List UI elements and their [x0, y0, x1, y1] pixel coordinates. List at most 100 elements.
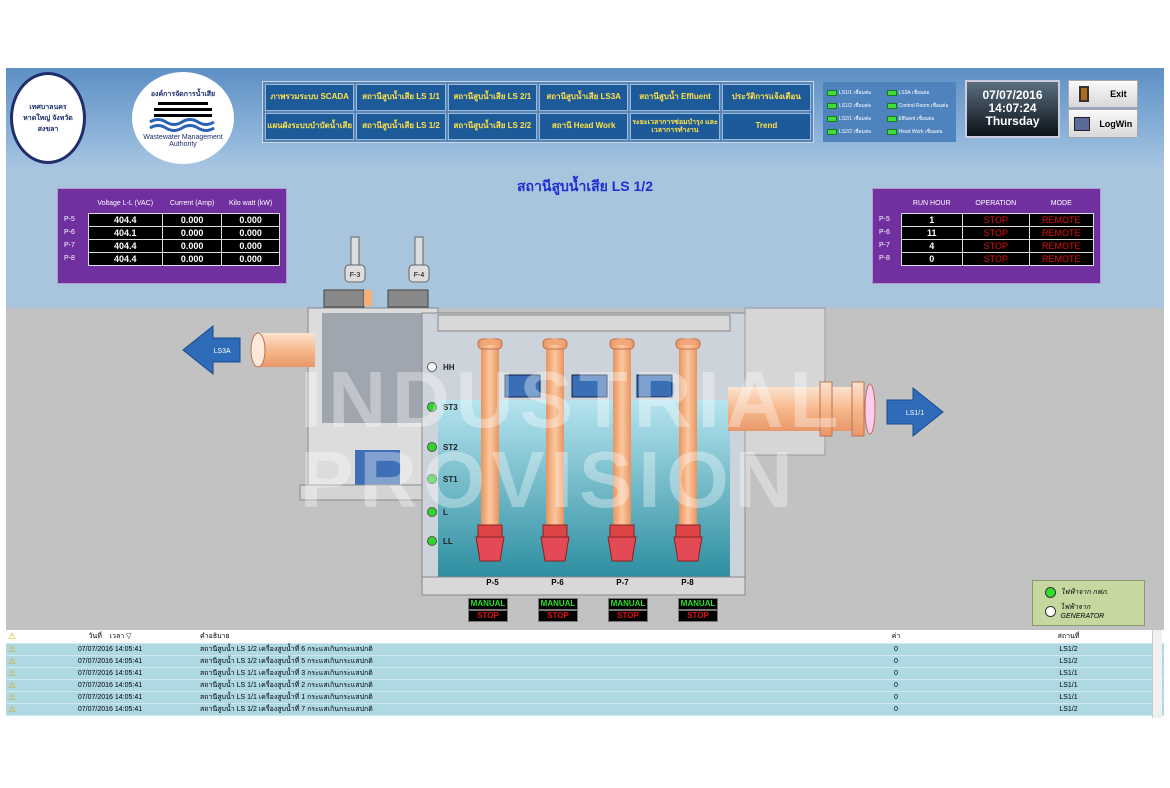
nav-ls-1-1[interactable]: สถานีสูบน้ำเสีย LS 1/1: [356, 84, 446, 111]
log-location: LS1/1: [1059, 670, 1078, 677]
nav-headwork[interactable]: สถานี Head Work: [539, 113, 629, 140]
log-datetime: 07/07/2016 14:05:41: [77, 694, 143, 701]
nav-ls-2-1[interactable]: สถานีสูบน้ำเสีย LS 2/1: [447, 84, 537, 111]
navigation-menu: ภาพรวมระบบ SCADA สถานีสูบน้ำเสีย LS 1/1 …: [262, 81, 814, 143]
connection-label: Effluent เชื่อมต่อ: [898, 115, 935, 122]
level-label: L: [443, 508, 448, 517]
mode-value: REMOTE: [1028, 251, 1094, 266]
state-indicator: STOP: [678, 610, 718, 622]
header-mode: MODE: [1050, 200, 1072, 208]
nav-ls3a[interactable]: สถานีสูบน้ำเสีย LS3A: [539, 84, 629, 111]
warning-icon: ⚠: [8, 644, 17, 654]
nav-treatment-layout[interactable]: แผนผังระบบบำบัดน้ำเสีย: [265, 113, 355, 140]
mode-indicator: MANUAL: [678, 598, 718, 610]
pump-p-6[interactable]: [540, 338, 570, 562]
log-value: 0: [894, 706, 898, 713]
nav-alarm-history[interactable]: ประวัติการแจ้งเตือน: [721, 84, 811, 111]
log-location: LS1/2: [1059, 706, 1078, 713]
log-value: 0: [894, 682, 898, 689]
current-value: 0.000: [161, 212, 223, 227]
logo-thai-text: องค์การจัดการน้ำเสีย: [150, 90, 216, 98]
pump-label: P-8: [64, 255, 75, 262]
pump-label: P-7: [616, 578, 629, 587]
nav-effluent[interactable]: สถานีสูบน้ำ Effluent: [630, 84, 720, 111]
pump-p-7[interactable]: [607, 338, 637, 562]
log-row[interactable]: ⚠ 07/07/2016 14:05:41 สถานีสูบน้ำ LS 1/1 เ…: [6, 680, 1164, 692]
date-time-header[interactable]: วันที่ เวลา ▽: [88, 633, 132, 640]
log-value: 0: [894, 694, 898, 701]
generator-label: ไฟฟ้าจาก GENERATOR: [1060, 604, 1105, 620]
pump-p-5[interactable]: [475, 338, 505, 562]
location-header[interactable]: สถานที่: [1057, 633, 1080, 640]
connection-label: LS1/1 เชื่อมต่อ: [839, 89, 872, 96]
log-scrollbar[interactable]: [1152, 630, 1162, 718]
current-value: 0.000: [161, 251, 223, 266]
door-icon: [1079, 86, 1090, 102]
connection-status-item: LS2/2 เชื่อมต่อ: [827, 126, 887, 137]
nav-maintenance[interactable]: ระยะเวลาการซ่อมบำรุง และเวลาการทำงาน: [630, 113, 720, 140]
connected-led-icon: [886, 102, 897, 109]
state-indicator: STOP: [468, 610, 508, 622]
pump-label: P-5: [486, 578, 499, 587]
log-description: สถานีสูบน้ำ LS 1/1 เครื่องสูบน้ำที่ 2 กร…: [200, 682, 373, 689]
pump-label: P-5: [879, 216, 890, 223]
clock-day: Thursday: [985, 114, 1040, 128]
log-description: สถานีสูบน้ำ LS 1/2 เครื่องสูบน้ำที่ 7 กร…: [200, 706, 373, 713]
connection-status-item: LS2/1 เชื่อมต่อ: [827, 113, 887, 124]
arrow-label: LS1/1: [906, 410, 924, 417]
fan-f3[interactable]: F-3: [323, 236, 366, 308]
nav-scada-overview[interactable]: ภาพรวมระบบ SCADA: [265, 84, 355, 111]
log-description: สถานีสูบน้ำ LS 1/1 เครื่องสูบน้ำที่ 1 กร…: [200, 694, 373, 701]
arrow-from-ls1-1[interactable]: LS1/1: [886, 386, 944, 438]
warning-icon: ⚠: [8, 631, 17, 641]
voltage-value: 404.4: [87, 212, 163, 227]
connection-status-item: LS3A เชื่อมต่อ: [886, 87, 952, 98]
pump-label: P-6: [879, 229, 890, 236]
mode-indicator: MANUAL: [468, 598, 508, 610]
nav-trend[interactable]: Trend: [721, 113, 811, 140]
level-label: HH: [443, 363, 455, 372]
level-st1-indicator-icon: [427, 474, 437, 484]
pump-label: P-5: [64, 216, 75, 223]
log-datetime: 07/07/2016 14:05:41: [77, 646, 143, 653]
pump-p-8[interactable]: [673, 338, 703, 562]
arrow-to-ls3a[interactable]: LS3A: [182, 324, 241, 376]
log-header: ⚠ วันที่ เวลา ▽ คำอธิบาย ค่า สถานที่: [6, 630, 1164, 644]
exit-button[interactable]: Exit: [1068, 80, 1138, 108]
log-datetime: 07/07/2016 14:05:41: [77, 706, 143, 713]
description-header[interactable]: คำอธิบาย: [200, 633, 230, 640]
outlet-pipe: [250, 332, 315, 368]
pump-label: P-7: [64, 242, 75, 249]
nav-ls-2-2[interactable]: สถานีสูบน้ำเสีย LS 2/2: [447, 113, 537, 140]
header-current: Current (Amp): [169, 200, 215, 208]
nav-ls-1-2[interactable]: สถานีสูบน้ำเสีย LS 1/2: [356, 113, 446, 140]
operation-value: STOP: [962, 238, 1030, 253]
fan-f4[interactable]: F-4: [387, 236, 430, 308]
kw-value: 0.000: [221, 212, 280, 227]
pump-label: P-7: [879, 242, 890, 249]
value-header[interactable]: ค่า: [891, 633, 901, 640]
log-location: LS1/2: [1059, 646, 1078, 653]
connected-led-icon: [886, 89, 897, 96]
logwin-button[interactable]: LogWin: [1068, 109, 1138, 138]
log-datetime: 07/07/2016 14:05:41: [77, 682, 143, 689]
warning-icon: ⚠: [8, 680, 17, 690]
log-rows: ⚠ 07/07/2016 14:05:41 สถานีสูบน้ำ LS 1/2 เ…: [6, 644, 1164, 716]
tank-floor: [421, 576, 746, 596]
level-label: LL: [443, 537, 453, 546]
alarm-log-table: ⚠ วันที่ เวลา ▽ คำอธิบาย ค่า สถานที่ ⚠ 07/07/…: [6, 630, 1164, 718]
